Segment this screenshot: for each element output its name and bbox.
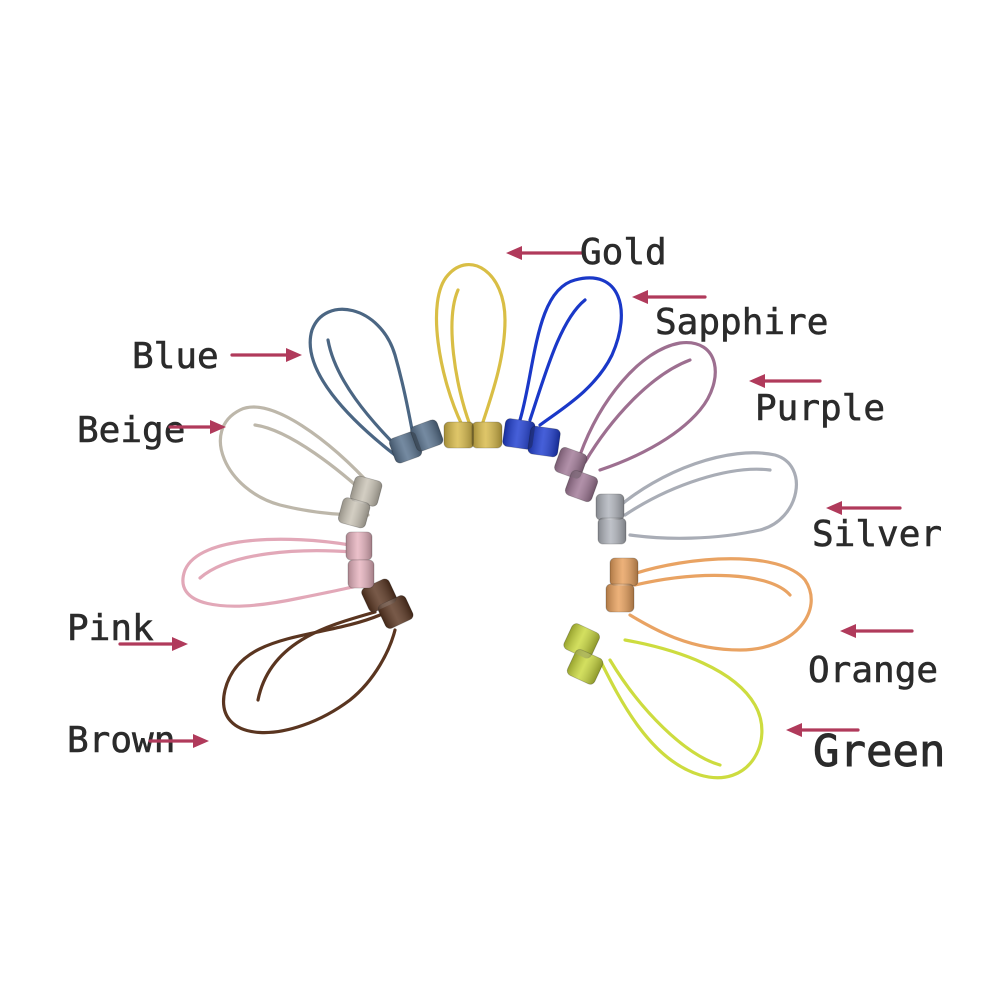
arrow-left-icon [506, 246, 522, 260]
loop-orange [605, 557, 813, 652]
loop-sapphire-cord [518, 276, 623, 427]
loop-silver [595, 451, 798, 545]
arrow-right-icon [286, 348, 302, 362]
loop-pink [181, 531, 375, 608]
loop-blue-cord [308, 307, 417, 457]
label-sapphire: Sapphire [632, 290, 829, 343]
loop-beige [218, 405, 383, 529]
loop-purple [554, 341, 717, 503]
label-beige-text: Beige [77, 410, 185, 451]
label-purple-text: Purple [755, 388, 885, 429]
label-pink-text: Pink [67, 608, 154, 649]
loop-silver-cord [613, 451, 798, 540]
label-blue-text: Blue [132, 336, 219, 377]
arrow-right-icon [210, 420, 226, 434]
loop-gold [434, 263, 507, 449]
loop-purple-cord [578, 341, 717, 472]
label-brown: Brown [67, 720, 209, 761]
label-green: Green [786, 723, 946, 777]
loop-pink-cord [181, 537, 362, 608]
arrow-left-icon [826, 501, 842, 515]
arrow-right-icon [172, 637, 188, 651]
loop-green-cord [598, 638, 764, 780]
label-pink: Pink [67, 608, 188, 651]
label-gold-text: Gold [580, 232, 667, 273]
arrow-left-icon [632, 290, 648, 304]
arrow-left-icon [749, 374, 765, 388]
arrow-left-icon [786, 723, 802, 737]
loop-brown-cord [221, 613, 397, 735]
loop-orange-cord [628, 557, 813, 652]
label-sapphire-text: Sapphire [655, 302, 828, 343]
loop-sapphire [502, 276, 623, 458]
label-purple: Purple [749, 374, 885, 429]
loop-green [563, 623, 764, 780]
loop-brown [221, 578, 414, 735]
label-blue: Blue [132, 336, 302, 377]
label-beige: Beige [77, 410, 226, 451]
label-silver: Silver [812, 501, 942, 555]
loop-gold-cord [434, 263, 507, 427]
label-orange-text: Orange [808, 650, 938, 691]
label-green-text: Green [813, 726, 945, 777]
label-gold: Gold [506, 232, 667, 273]
label-orange: Orange [808, 624, 938, 691]
label-silver-text: Silver [812, 514, 942, 555]
loop-beige-cord [218, 405, 377, 517]
arrow-left-icon [840, 624, 856, 638]
loop-blue [308, 307, 444, 464]
arrow-right-icon [193, 734, 209, 748]
